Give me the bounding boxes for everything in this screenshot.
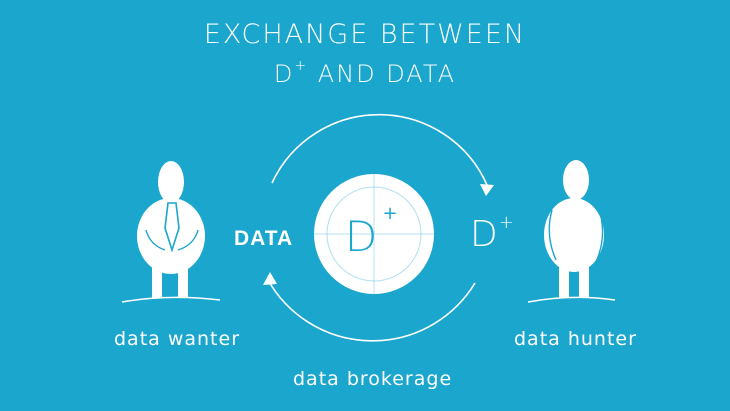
dplus-label: D+ [470, 212, 515, 255]
title-rest: AND DATA [308, 60, 457, 88]
center-d-text: D [345, 212, 377, 261]
data-wanter-figure [121, 161, 221, 303]
data-hunter-label: data hunter [514, 328, 637, 350]
dplus-d: D [470, 214, 499, 255]
top-arrowhead-icon [480, 184, 494, 196]
title-d: D [273, 60, 295, 88]
center-plus-text: + [382, 203, 397, 224]
data-hunter-figure [527, 160, 616, 303]
title-d-superscript: + [294, 58, 309, 74]
data-label: DATA [234, 227, 294, 250]
bottom-arc-arrow [267, 279, 476, 342]
center-dplus-badge: D + [314, 174, 434, 294]
necktie-icon [164, 202, 180, 253]
top-arc-arrow [271, 113, 488, 186]
diagram-title-line1: EXCHANGE BETWEEN [203, 19, 527, 50]
data-wanter-label: data wanter [114, 328, 241, 350]
diagram-title-line2: D+ AND DATA [0, 58, 730, 88]
bottom-arrowhead-icon [263, 272, 277, 285]
dplus-superscript: + [498, 212, 515, 233]
data-brokerage-label: data brokerage [293, 368, 453, 390]
